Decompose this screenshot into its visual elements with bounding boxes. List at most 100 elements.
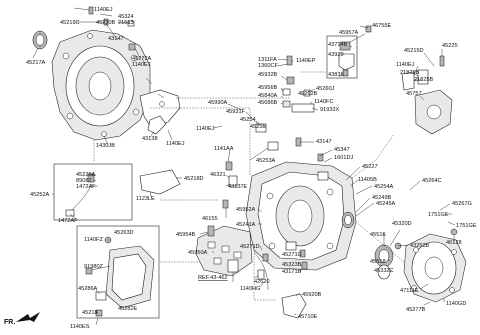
- bearing-and-seal-parts: [374, 228, 458, 280]
- case-left-small-parts: [222, 123, 324, 209]
- label-46128: 46128: [446, 240, 462, 246]
- dowel-pins-part: [88, 6, 136, 51]
- label-45267g: 45267G: [452, 201, 472, 207]
- solenoid-cluster-part: [282, 55, 315, 113]
- oil-seal-45249b-part: [341, 211, 355, 229]
- label-1430jb: 1430JB: [96, 143, 115, 149]
- label-45931f: 45931F: [226, 109, 246, 115]
- label-1140es: 1140ES: [70, 324, 90, 330]
- oil-seal-45217a-part: [32, 30, 48, 50]
- label-45263d: 45263D: [114, 230, 134, 236]
- label-45249b: 45249B: [372, 195, 392, 201]
- side-cover-45215d-part: [401, 55, 453, 135]
- leader-lines: [32, 7, 456, 326]
- label-46321: 46321: [210, 172, 226, 178]
- label-45264c: 45264C: [422, 178, 442, 184]
- label-45227: 45227: [362, 164, 378, 170]
- label-43138: 43138: [142, 136, 158, 142]
- assembly-dashed-lines: [93, 71, 405, 301]
- label-1140gd: 1140GD: [446, 301, 466, 307]
- label-45218d: 45218D: [184, 176, 204, 182]
- label-1140ej: 1140EJ: [132, 62, 151, 68]
- label-45990a: 45990A: [208, 100, 228, 106]
- label-1140fc: 1140FC: [314, 99, 334, 105]
- label-45286a: 45286A: [78, 286, 98, 292]
- label-1140fz: 1140FZ: [84, 237, 103, 243]
- label-45254: 45254: [240, 117, 256, 123]
- label-45262b: 45262B: [298, 91, 318, 97]
- label-21825b: 21825B: [414, 77, 434, 83]
- label-45217a: 45217A: [26, 60, 46, 66]
- label-21513: 21513: [118, 20, 134, 26]
- label-91932x: 91932X: [320, 107, 340, 113]
- label-45271c: 45271C: [282, 252, 302, 258]
- converter-housing-part: [51, 29, 151, 141]
- rear-cover-45320d-part: [403, 233, 467, 303]
- label-1140ej: 1140EJ: [196, 126, 215, 132]
- label-45840a: 45840A: [258, 93, 278, 99]
- label-45710e: 45710E: [298, 314, 318, 320]
- label-46755e: 46755E: [372, 23, 392, 29]
- label-1140ep: 1140EP: [296, 58, 316, 64]
- wiring-harness-part: [253, 249, 308, 319]
- label-45323b: 45323B: [282, 262, 302, 268]
- label-43929: 43929: [328, 52, 344, 58]
- label-1140ej: 1140EJ: [396, 62, 415, 68]
- label-1140ej: 1140EJ: [166, 141, 185, 147]
- label-45252a: 45252A: [30, 192, 50, 198]
- bracket-43138-part: [147, 115, 167, 135]
- label-45950a: 45950A: [188, 250, 208, 256]
- label-43171b: 43171B: [282, 269, 302, 275]
- label-91980z: 91980Z: [84, 264, 104, 270]
- label-46155: 46155: [202, 216, 218, 222]
- label-43147: 43147: [316, 139, 332, 145]
- label-45272a: 45272A: [132, 56, 152, 62]
- label-1311fa: 1311FA: [258, 57, 277, 63]
- label-45271d: 45271D: [240, 244, 260, 250]
- label-45952a: 45952A: [236, 207, 256, 213]
- label-43714b: 43714B: [328, 42, 348, 48]
- label-42620: 42620: [254, 279, 270, 285]
- label-43147: 43147: [108, 36, 124, 42]
- label-11405b: 11405B: [358, 177, 377, 183]
- label-45218: 45218: [82, 310, 98, 316]
- label-1751ge: 1751GE: [456, 223, 477, 229]
- label-45228a: 45228A: [76, 172, 96, 178]
- label-45219c: 45219C: [60, 20, 80, 26]
- label-1472af: 1472AF: [58, 218, 78, 224]
- label-1140ej: 1140EJ: [94, 7, 113, 13]
- label-45516: 45516: [370, 232, 386, 238]
- label-45332c: 45332C: [374, 268, 394, 274]
- label-front-direction: FR.: [4, 319, 15, 326]
- label-45347: 45347: [334, 147, 350, 153]
- front-direction-arrow-icon: [16, 312, 40, 322]
- label-45686b: 45686B: [258, 100, 278, 106]
- breather-hose-assembly-part: [53, 163, 181, 221]
- label-45277b: 45277B: [406, 307, 426, 313]
- label-45215d: 45215D: [404, 48, 424, 54]
- label-89087: 89087: [76, 178, 92, 184]
- label-45254a: 45254A: [374, 184, 394, 190]
- part-number-labels: 1140EJ 45324 45219C 45230B 21513 45217A …: [4, 7, 477, 330]
- label-1140hg: 1140HG: [240, 286, 260, 292]
- label-21825b: 21825B: [400, 70, 420, 76]
- label-1141aa: 1141AA: [214, 146, 234, 152]
- label-45241a: 45241A: [236, 222, 256, 228]
- oil-filter-assembly-part: [76, 225, 160, 319]
- label-45282e: 45282E: [118, 306, 138, 312]
- label-45954b: 45954B: [176, 232, 196, 238]
- label-43838: 43838: [328, 72, 344, 78]
- label-45253a: 45253A: [256, 158, 276, 164]
- label-45320d: 45320D: [392, 221, 412, 227]
- label-1360cf: 1360CF: [258, 63, 278, 69]
- label-45324: 45324: [118, 14, 134, 20]
- label-45518: 45518: [370, 259, 386, 265]
- label-45932b: 45932B: [258, 72, 278, 78]
- label-45225: 45225: [442, 43, 458, 49]
- label-ref-43-462: REF.43-462: [198, 275, 228, 281]
- label-45757: 45757: [406, 91, 422, 97]
- label-43253b: 43253B: [410, 243, 430, 249]
- label-43137e: 43137E: [228, 184, 248, 190]
- label-45260j: 45260J: [316, 86, 335, 92]
